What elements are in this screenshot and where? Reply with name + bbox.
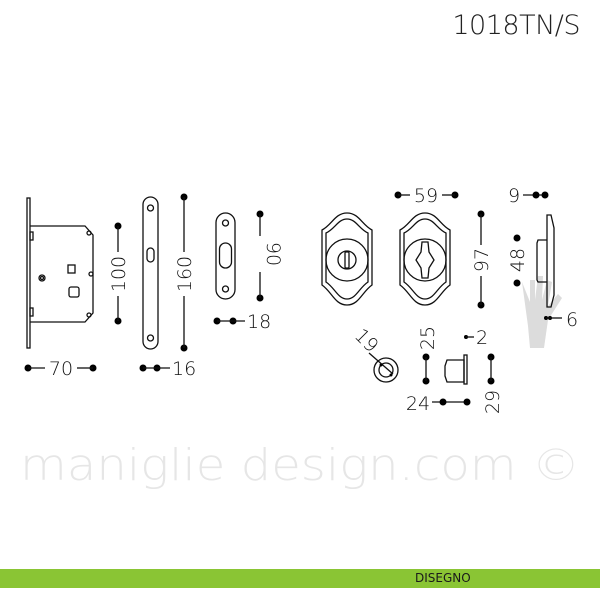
dim-label: 100 [108,256,130,292]
release-disc-drawing: 19 [350,324,399,383]
dimension-plate-thickness: 6 [544,309,578,331]
dim-label: 70 [49,358,73,380]
rosette-thumbturn-drawing [399,212,451,306]
dimension-faceplate-width: 16 [139,358,196,380]
rosette-side-profile-drawing [536,214,555,308]
strike-plate-drawing [215,212,236,300]
dim-label: 18 [247,311,271,333]
rosette-release-drawing [321,212,373,306]
dim-label: 9 [508,185,520,207]
dimension-knob-height: 25 [417,326,439,385]
dimension-knob-flange: 2 [464,327,488,349]
dim-label: 59 [414,185,438,207]
knob-side-drawing [444,354,468,385]
dim-label: 48 [507,248,529,272]
dim-label: 24 [406,393,430,415]
dimension-rosette-depth: 9 [508,185,549,207]
dim-label: 97 [471,248,493,272]
dimension-rosette-width: 59 [394,185,459,207]
dim-label: 2 [476,327,488,349]
dimension-strike-height: 90 [256,210,284,302]
dim-label: 160 [174,256,196,292]
dim-label: 90 [262,242,284,266]
dimension-lock-height: 100 [108,222,130,325]
dim-label: 29 [482,390,504,414]
dimension-faceplate-height: 160 [174,193,196,352]
dimension-knob-width: 24 [406,393,471,415]
footer-label: DISEGNO [415,571,471,585]
footer-bar: DISEGNO [0,569,600,588]
dim-label: 6 [566,309,578,331]
hand-watermark-icon [522,276,562,348]
dim-label: 16 [172,358,196,380]
product-code: 1018TN/S [452,10,580,41]
dimension-rosette-height: 97 [471,210,493,309]
dimension-rosette-inner: 48 [507,234,529,287]
dimension-knob-diameter: 29 [482,353,504,414]
faceplate-drawing [142,196,159,350]
dim-label: 19 [350,324,383,357]
dimension-lock-width: 70 [24,358,97,380]
dim-label: 25 [417,326,439,350]
dimension-strike-width: 18 [213,311,271,333]
watermark-text: maniglie design.com © [20,440,580,491]
mortise-lock-drawing [26,197,94,349]
